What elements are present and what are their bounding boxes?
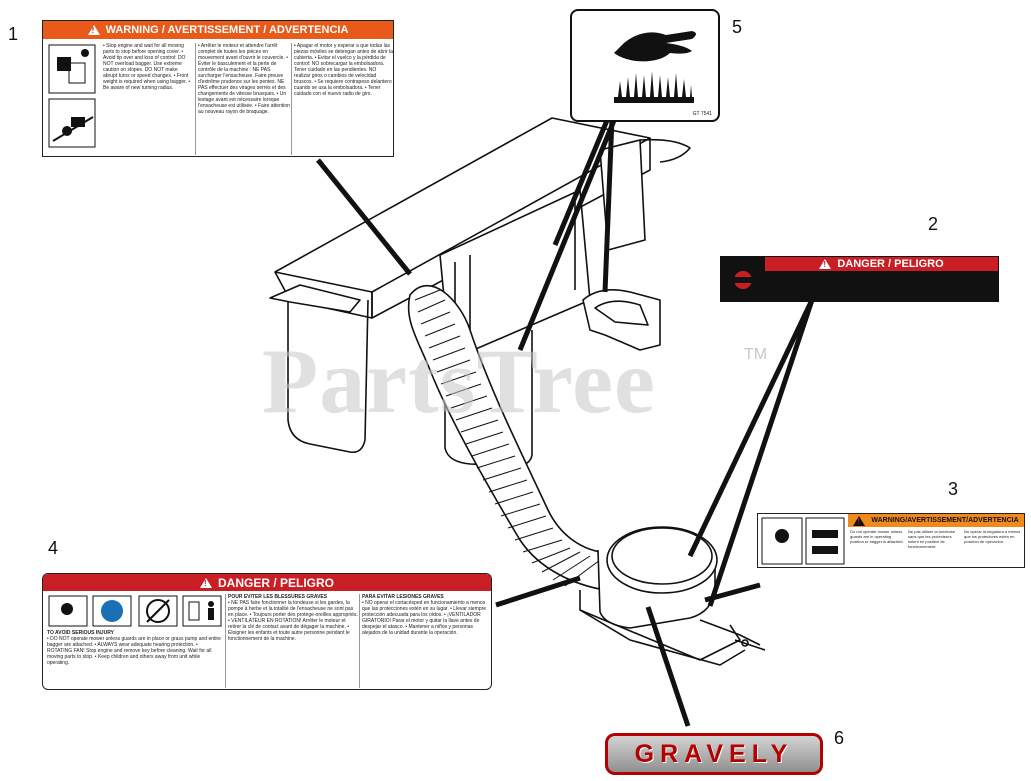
decal-4-text-fr: • NE PAS faire fonctionner la tondeuse s…: [228, 600, 358, 642]
decal-2-danger: DANGER / PELIGRO: [720, 256, 999, 302]
decal-4-column-fr: POUR ÉVITER LES BLESSURES GRAVES • NE PA…: [225, 594, 358, 688]
callout-5: 5: [732, 17, 743, 37]
warning-triangle-icon: [199, 577, 212, 588]
watermark: PartsTree: [262, 330, 656, 432]
callout-4: 4: [48, 538, 59, 558]
decal-1-warning: WARNING / AVERTISSEMENT / ADVERTENCIA • …: [42, 20, 394, 157]
bagger-bin-left: [287, 298, 369, 454]
callout-6: 6: [834, 728, 845, 748]
warning-triangle-icon: [87, 25, 100, 35]
decal-1-text-fr: • Arrêter le moteur et attendre l'arrêt …: [195, 43, 290, 155]
decal-1-text-es: • Apagar el motor y esperar a que todas …: [291, 43, 394, 155]
gravely-logo-text: GRAVELY: [634, 739, 794, 768]
decal-4-header: DANGER / PELIGRO: [43, 574, 491, 591]
decal-4-danger: DANGER / PELIGRO TO AVOID SERIOUS INJURY…: [42, 573, 492, 690]
decal-3-warning: WARNING/AVERTISSEMENT/ADVERTENCIA Do not…: [757, 513, 1025, 568]
decal-3-text-es: No operar la segadora a menos que los pr…: [964, 529, 1021, 544]
callout-2: 2: [928, 214, 939, 234]
guard-pictogram-icon: [761, 517, 845, 565]
callout-1: 1: [8, 24, 19, 44]
decal-5-hand-hazard: GT 7541: [570, 9, 720, 122]
decal-4-text-en: • DO NOT operate mower unless guards are…: [47, 636, 221, 666]
blower-cover: [606, 526, 718, 594]
hand-blade-hazard-icon: [614, 31, 696, 103]
tipover-pictogram-icon: [48, 44, 96, 148]
decal-2-header: DANGER / PELIGRO: [765, 257, 998, 271]
trademark: TM: [744, 346, 768, 363]
hazard-pictograms-icon: [48, 595, 222, 627]
decal-3-header: WARNING/AVERTISSEMENT/ADVERTENCIA: [848, 514, 1024, 527]
decal-3-text-fr: Ne pas utiliser la tondeuse sans que les…: [908, 529, 956, 549]
warning-triangle-icon: [819, 259, 832, 269]
decal-5-code: GT 7541: [692, 111, 712, 117]
decal-1-header: WARNING / AVERTISSEMENT / ADVERTENCIA: [43, 21, 393, 39]
rotating-fan-hazard-icon: [731, 271, 757, 289]
decal-4-column-en: TO AVOID SERIOUS INJURY • DO NOT operate…: [47, 630, 221, 688]
callout-3: 3: [948, 479, 959, 499]
decal-4-title-en: TO AVOID SERIOUS INJURY: [47, 630, 114, 636]
decal-4-title-fr: POUR ÉVITER LES BLESSURES GRAVES: [228, 594, 328, 600]
decal-1-text-en: • Stop engine and wait for all moving pa…: [103, 43, 191, 91]
decal-4-text-es: • NO operar el cortacésped en funcionami…: [362, 600, 487, 636]
decal-4-title-es: PARA EVITAR LESIONES GRAVES: [362, 594, 444, 600]
warning-triangle-icon: [853, 515, 866, 526]
decal-3-text-en: Do not operate mower unless guards are i…: [850, 529, 904, 544]
decal-4-column-es: PARA EVITAR LESIONES GRAVES • NO operar …: [359, 594, 492, 688]
gravely-logo-badge: GRAVELY: [605, 733, 823, 775]
